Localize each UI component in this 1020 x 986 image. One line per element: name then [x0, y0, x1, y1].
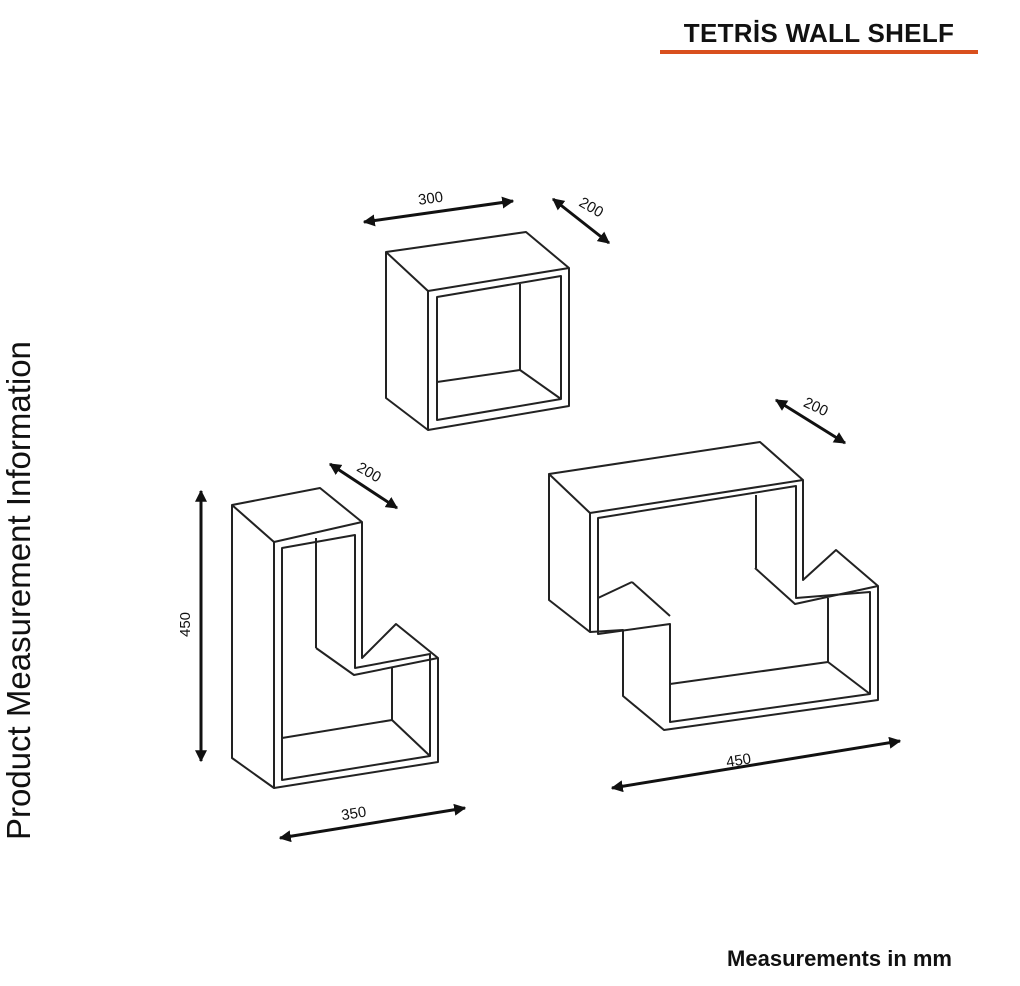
l-shelf-depth-dimension: 200 — [328, 459, 399, 510]
cube-depth-arrow — [552, 197, 610, 245]
z-shelf — [548, 441, 879, 731]
title-underline — [660, 50, 978, 54]
cube-depth-label: 200 — [576, 194, 606, 221]
cube-depth-dimension: 200 — [552, 194, 610, 245]
z-shelf-depth-arrow — [774, 398, 847, 445]
z-shelf-width-arrow — [610, 736, 902, 793]
l-shelf-width-dimension: 350 — [278, 803, 467, 843]
z-shelf-depth-dimension: 200 — [774, 394, 847, 445]
l-shelf — [231, 487, 439, 789]
z-shelf-depth-label: 200 — [801, 394, 831, 420]
l-shelf-depth-arrow — [328, 462, 399, 510]
l-shelf-width-arrow — [278, 803, 467, 843]
z-shelf-width-label: 450 — [725, 750, 752, 771]
cube-width-dimension: 300 — [362, 189, 515, 227]
page-title: TETRİS WALL SHELF — [683, 18, 955, 48]
l-shelf-height-label: 450 — [177, 612, 194, 637]
l-shelf-width-label: 350 — [340, 804, 367, 825]
z-shelf-width-dimension: 450 — [610, 736, 902, 793]
l-shelf-height-dimension: 450 — [177, 489, 207, 763]
units-note: Measurements in mm — [727, 946, 952, 971]
cube-width-arrow — [362, 196, 515, 227]
cube-width-label: 300 — [417, 189, 444, 209]
cube-shelf — [385, 231, 570, 431]
